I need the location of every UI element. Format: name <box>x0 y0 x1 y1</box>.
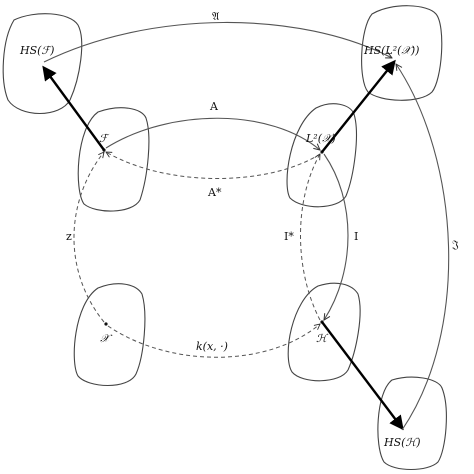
label-z: z <box>66 230 72 243</box>
set-blob-hs-h <box>377 376 447 471</box>
thick-arrow-l2x-to-hs-l2x <box>321 59 396 153</box>
arrow-frak-i <box>396 64 450 431</box>
arrow-i <box>324 153 349 320</box>
label-a-star: A* <box>207 186 222 199</box>
label-a: A <box>209 100 219 113</box>
set-blob-f <box>77 107 150 212</box>
thick-arrow-f-to-hs-f <box>42 65 105 151</box>
point-x <box>104 322 108 326</box>
label-kernel: k(x, ·) <box>196 340 228 353</box>
label-h: ℋ <box>316 332 329 345</box>
label-frak-i: 𝔍 <box>451 238 459 251</box>
arrow-a <box>105 117 320 150</box>
arrow-kernel <box>107 324 320 358</box>
label-hs-f: HS(ℱ) <box>19 44 54 57</box>
arrow-z <box>73 152 104 323</box>
label-i: I <box>354 230 358 243</box>
set-blob-x <box>73 283 146 386</box>
label-l2x: L²(𝒳) <box>305 132 336 145</box>
set-blob-hs-f <box>2 13 83 115</box>
label-f: ℱ <box>99 132 110 145</box>
set-blob-hs-l2x <box>361 5 443 101</box>
label-hs-l2x: HS(L²(𝒳)) <box>363 44 419 57</box>
label-i-star: I* <box>284 230 294 243</box>
set-blob-l2x <box>286 103 357 208</box>
thick-arrow-h-to-hs-h <box>321 321 404 431</box>
arrow-a-star <box>106 152 321 179</box>
label-x: 𝒳 <box>100 332 113 345</box>
label-hs-h: HS(ℋ) <box>383 436 421 449</box>
set-blob-h <box>287 282 361 382</box>
label-frak-a: 𝔄 <box>212 10 220 23</box>
arrow-frak-a <box>43 21 392 63</box>
arrow-i-star <box>300 154 321 321</box>
